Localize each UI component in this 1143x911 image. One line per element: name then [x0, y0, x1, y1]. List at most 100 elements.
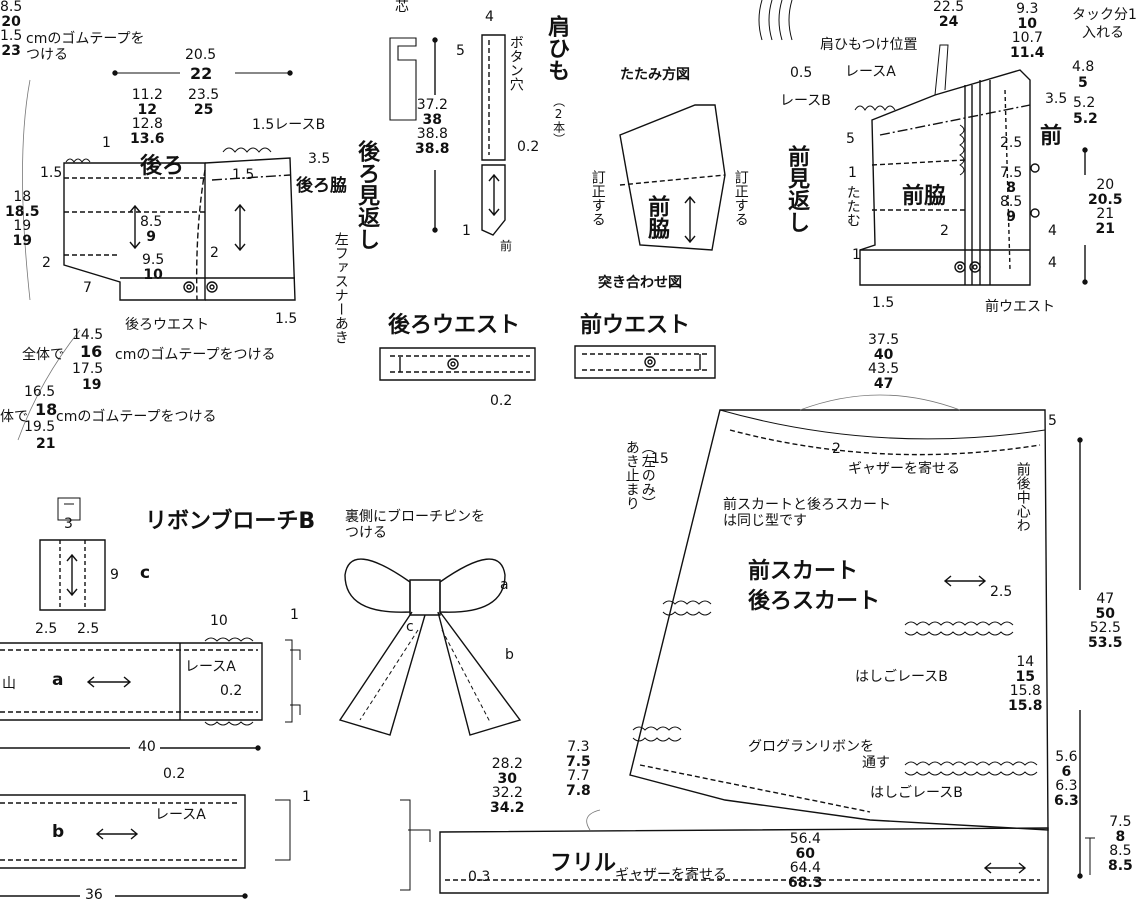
- bow-illustration: [338, 558, 522, 736]
- dim-value: 16: [80, 342, 103, 361]
- dim-value: 2.5: [35, 621, 58, 637]
- frill-gather-label: ギャザーを寄せる: [615, 867, 727, 883]
- front-small-label: 前: [500, 239, 513, 253]
- piece-c-label: c: [140, 563, 151, 583]
- dim-value: 1.5: [0, 28, 23, 45]
- dim-value: 60: [795, 845, 816, 862]
- dim-value: 24: [938, 13, 959, 30]
- dim-value: 5.6: [1055, 749, 1078, 765]
- dim-stack-frill-length: 56.4 60 64.4 68.3: [788, 832, 823, 891]
- lace-a-low-label: レースA: [155, 807, 206, 823]
- dim-value: 3.5: [308, 151, 331, 167]
- dim-value: 2: [940, 223, 949, 239]
- dim-value: 19: [12, 233, 33, 250]
- dim-value: 9: [110, 567, 119, 583]
- dim-value: 7.7: [567, 768, 590, 785]
- frill-title: フリル: [550, 851, 617, 876]
- dim-value: 38.8: [416, 126, 448, 143]
- dim-value: 40: [873, 346, 894, 363]
- dim-value: 9: [146, 228, 156, 245]
- dim-value: 20.5: [185, 47, 217, 63]
- ribbon-pieces: [0, 497, 301, 899]
- dim-value: 14: [1016, 654, 1035, 670]
- dim-value: 20: [1096, 177, 1115, 193]
- dim-value: 7.5: [1109, 814, 1132, 830]
- dim-value: 8.5: [140, 214, 163, 230]
- back-waist-label: 後ろウエスト: [125, 317, 209, 333]
- dim-value: 18: [13, 189, 32, 205]
- dim-value: 25: [193, 101, 214, 118]
- dim-value: 22: [190, 64, 213, 83]
- bow-part-b: b: [505, 647, 514, 663]
- dim-value: 9: [1006, 209, 1016, 226]
- dim-value: 0.2: [490, 393, 513, 409]
- dim-stack-front-top-2: 9.3 10 10.7 11.4: [1010, 2, 1045, 61]
- front-title: 前: [1040, 124, 1063, 149]
- dim-value: 52.5: [1089, 620, 1121, 637]
- lace-b-label-top: レースB: [780, 93, 831, 109]
- dim-stack-top-left: 8.5 20 1.5 23: [0, 0, 22, 59]
- joined-diagram-title: 突き合わせ図: [598, 275, 682, 291]
- elastic-prefix-2: 体で: [0, 409, 28, 425]
- opening-left-label: （左のみ）: [639, 440, 656, 510]
- same-pattern-note-2: は同じ型です: [723, 513, 807, 529]
- dim-value: 1.5: [275, 311, 298, 327]
- dim-value: 0.2: [163, 766, 186, 782]
- dim-value: 8.5: [1108, 858, 1133, 875]
- correct-right-label: 訂正する: [732, 170, 749, 226]
- dim-value: 43.5: [868, 361, 900, 378]
- shoulder-strap-title: 肩ひも: [544, 15, 570, 81]
- dim-value: 9.3: [1016, 1, 1039, 17]
- dim-value: 8.5: [1109, 843, 1132, 860]
- dim-value: 22.5: [933, 0, 965, 15]
- dim-value: 20: [1, 13, 21, 30]
- dim-value: 4: [1048, 255, 1057, 271]
- dim-value: 18.5: [5, 203, 40, 220]
- folding-diagram: [619, 104, 726, 251]
- dim-value: 20.5: [1088, 191, 1123, 208]
- dim-value: 19: [13, 218, 32, 235]
- dim-value: 2.5: [1000, 135, 1023, 151]
- shoulder-strap-outline: [389, 34, 506, 236]
- dim-stack-front-mid: 7.5 8 8.5 9: [1000, 166, 1022, 225]
- opening-stop-label: あき止まり: [623, 440, 640, 510]
- dim-stack-frill-left: 28.2 30 32.2 34.2: [490, 757, 525, 816]
- dim-value: 10.7: [1011, 30, 1043, 47]
- dim-value: 56.4: [789, 831, 821, 847]
- dim-value: 15: [1015, 668, 1036, 685]
- dim-value: 11.2: [131, 87, 163, 103]
- dim-value: 34.2: [490, 800, 525, 817]
- front-bodice-outline: [758, 0, 1088, 286]
- dim-value: 8: [1115, 828, 1126, 845]
- folding-title: たたみ方図: [620, 67, 690, 83]
- dim-value: 5.2: [1073, 111, 1098, 127]
- dim-value: 30: [497, 770, 518, 787]
- elastic-note-16: cmのゴムテープをつける: [115, 347, 276, 363]
- front-side-title-2: 前脇: [902, 184, 947, 209]
- dim-value: 15: [651, 451, 669, 467]
- brooch-pin-note: 裏側にブローチピンを: [345, 509, 485, 525]
- dim-stack-frill-width: 7.3 7.5 7.7 7.8: [566, 740, 591, 799]
- dim-value: 7.5: [1000, 165, 1023, 181]
- dim-value: 19: [82, 377, 102, 393]
- dim-value: 8.5: [1000, 194, 1023, 211]
- dim-value: 12.8: [131, 116, 163, 133]
- dim-value: 40: [138, 739, 156, 755]
- dim-value: 6.3: [1055, 778, 1078, 795]
- dim-stack-back-width: 11.2 12 12.8 13.6: [130, 88, 165, 147]
- dim-value: 6.3: [1054, 793, 1079, 810]
- dim-value: 1: [302, 789, 311, 805]
- dim-value: 38: [422, 111, 443, 128]
- dim-value: 0.2: [517, 139, 540, 155]
- elastic-prefix: 全体で: [22, 347, 64, 363]
- dim-value: 18: [35, 400, 58, 419]
- dim-value: 5: [1048, 413, 1057, 429]
- back-side-title: 後ろ脇: [296, 176, 347, 196]
- dim-value: 21: [36, 436, 56, 452]
- dim-stack-frill-height: 7.5 8 8.5 8.5: [1108, 815, 1133, 874]
- ladder-lace-label-2: はしごレースB: [870, 785, 963, 801]
- dim-value: 23: [1, 43, 21, 60]
- dim-value: 1: [848, 165, 857, 181]
